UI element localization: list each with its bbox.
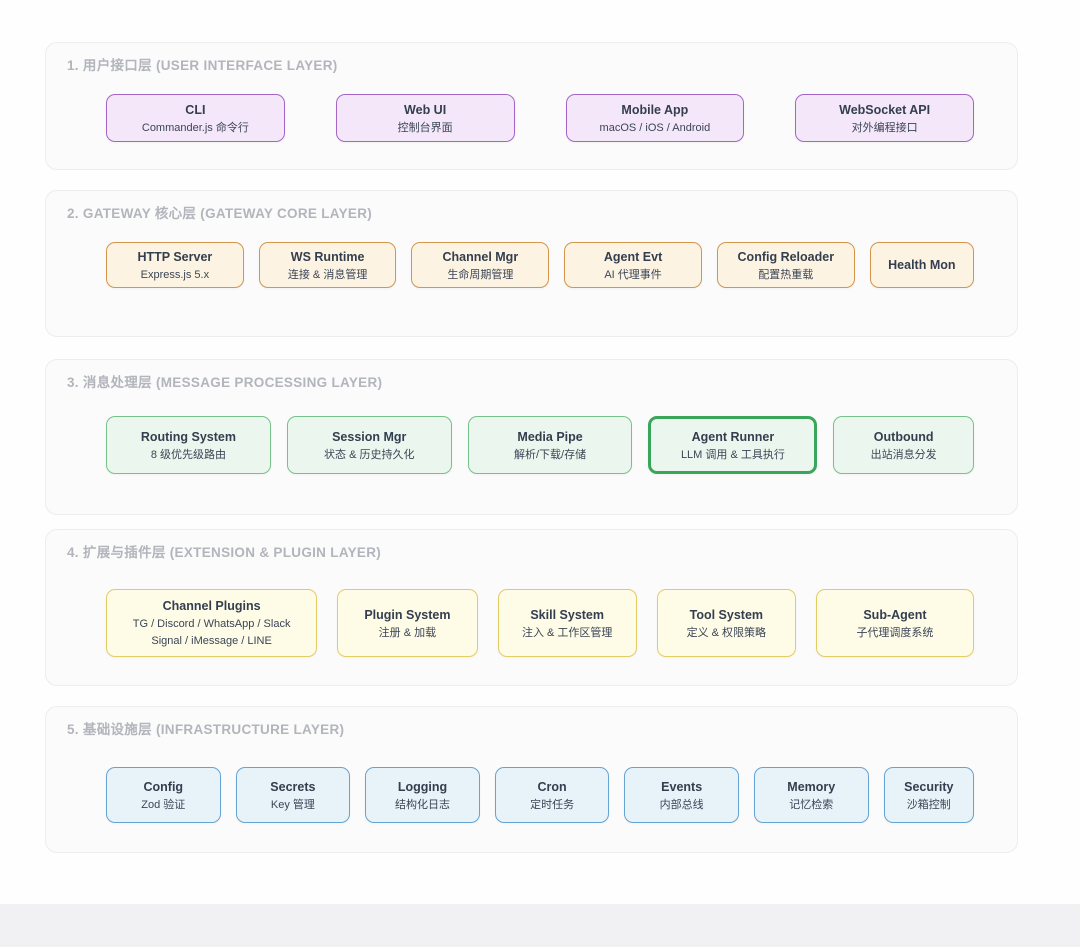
node-agent-evt: Agent Evt AI 代理事件 xyxy=(564,242,702,288)
node-mobile-app: Mobile App macOS / iOS / Android xyxy=(565,94,745,142)
node-channel-plugins: Channel Plugins TG / Discord / WhatsApp /… xyxy=(106,589,318,657)
node-title: WebSocket API xyxy=(839,102,931,117)
node-memory: Memory 记忆检索 xyxy=(753,767,869,823)
node-session-mgr: Session Mgr 状态 & 历史持久化 xyxy=(286,416,452,474)
node-media-pipe: Media Pipe 解析/下载/存储 xyxy=(467,416,633,474)
node-tool-system: Tool System 定义 & 权限策略 xyxy=(656,589,796,657)
node-title: Channel Mgr xyxy=(442,249,519,264)
node-events: Events 内部总线 xyxy=(624,767,739,823)
node-subtitle: 结构化日志 xyxy=(394,798,450,811)
node-subtitle: 生命周期管理 xyxy=(447,268,514,281)
layer-title: 2. GATEWAY 核心层 (GATEWAY CORE LAYER) xyxy=(67,206,373,221)
node-title: Channel Plugins xyxy=(162,599,261,613)
node-title: CLI xyxy=(185,102,206,117)
node-web-ui: Web UI 控制台界面 xyxy=(335,94,515,142)
node-websocket-api: WebSocket API 对外编程接口 xyxy=(795,94,974,142)
node-subtitle: Key 管理 xyxy=(270,798,315,811)
node-title: Routing System xyxy=(140,429,236,444)
node-subtitle: 8 级优先级路由 xyxy=(150,448,226,461)
bottom-gutter xyxy=(0,904,1080,947)
layer-panel-1: 1. 用户接口层 (USER INTERFACE LAYER) CLI Comman… xyxy=(45,42,1018,170)
node-title: Web UI xyxy=(404,102,447,117)
node-row: Channel Plugins TG / Discord / WhatsApp /… xyxy=(106,589,974,657)
node-title: Outbound xyxy=(873,429,934,444)
node-subtitle: 沙箱控制 xyxy=(906,798,951,811)
node-title: Security xyxy=(904,779,954,794)
node-row: CLI Commander.js 命令行 Web UI 控制台界面 Mobile App… xyxy=(106,94,974,142)
node-title: Agent Evt xyxy=(603,249,663,264)
node-cli: CLI Commander.js 命令行 xyxy=(106,94,285,142)
node-title: WS Runtime xyxy=(290,249,365,264)
node-subtitle: Express.js 5.x xyxy=(140,268,210,281)
node-subtitle: 配置热重载 xyxy=(758,268,814,281)
node-subtitle: 对外编程接口 xyxy=(851,121,918,134)
architecture-diagram-page: { "colors": { "page_bg": "#fefefe", "pan… xyxy=(0,42,1080,947)
node-subtitle: macOS / iOS / Android xyxy=(599,121,711,134)
layer-title: 3. 消息处理层 (MESSAGE PROCESSING LAYER) xyxy=(67,375,383,390)
node-plugin-system: Plugin System 注册 & 加载 xyxy=(337,589,478,657)
layer-panel-4: 4. 扩展与插件层 (EXTENSION & PLUGIN LAYER) Chan… xyxy=(45,529,1018,686)
node-title: Mobile App xyxy=(621,102,689,117)
node-outbound: Outbound 出站消息分发 xyxy=(833,416,974,474)
node-subtitle: 注入 & 工作区管理 xyxy=(521,626,613,639)
node-routing-system: Routing System 8 级优先级路由 xyxy=(106,416,271,474)
layer-panel-3: 3. 消息处理层 (MESSAGE PROCESSING LAYER) Routi… xyxy=(45,359,1018,515)
node-subtitle: AI 代理事件 xyxy=(604,268,662,281)
node-skill-system: Skill System 注入 & 工作区管理 xyxy=(497,589,637,657)
node-subtitle: 记忆检索 xyxy=(789,798,834,811)
node-title: Sub-Agent xyxy=(863,607,927,622)
node-title: Tool System xyxy=(689,607,764,622)
node-subtitle: 出站消息分发 xyxy=(870,448,937,461)
node-title: Agent Runner xyxy=(691,429,775,444)
node-config-reloader: Config Reloader 配置热重载 xyxy=(716,242,855,288)
node-row: Routing System 8 级优先级路由 Session Mgr 状态 & 历史… xyxy=(106,416,974,474)
node-title: Cron xyxy=(537,779,567,794)
node-title: Logging xyxy=(397,779,448,794)
node-subtitle: LLM 调用 & 工具执行 xyxy=(680,448,785,461)
layer-title: 5. 基础设施层 (INFRASTRUCTURE LAYER) xyxy=(67,722,345,737)
layers-container: 1. 用户接口层 (USER INTERFACE LAYER) CLI Comman… xyxy=(0,42,1080,853)
node-subtitle: 定义 & 权限策略 xyxy=(686,626,767,639)
layer-panel-2: 2. GATEWAY 核心层 (GATEWAY CORE LAYER) HTTP … xyxy=(45,190,1018,337)
node-subtitle: 解析/下载/存储 xyxy=(514,448,587,461)
node-title: Config xyxy=(143,779,184,794)
node-title: Config Reloader xyxy=(737,249,835,264)
node-title: Memory xyxy=(787,779,836,794)
node-title: Skill System xyxy=(530,607,604,622)
node-title: Media Pipe xyxy=(517,429,583,444)
node-title: Health Mon xyxy=(888,258,956,272)
node-cron: Cron 定时任务 xyxy=(494,767,610,823)
node-security: Security 沙箱控制 xyxy=(883,767,975,823)
node-title: Events xyxy=(661,779,703,794)
node-subtitle: 内部总线 xyxy=(659,798,704,811)
layer-title: 4. 扩展与插件层 (EXTENSION & PLUGIN LAYER) xyxy=(67,545,382,560)
node-health-mon: Health Mon xyxy=(869,242,974,288)
node-title: Secrets xyxy=(270,779,316,794)
node-subtitle: 注册 & 加载 xyxy=(378,626,437,639)
node-subtitle: 连接 & 消息管理 xyxy=(287,268,368,281)
node-subtitle: Zod 验证 xyxy=(141,798,186,811)
node-subtitle: TG / Discord / WhatsApp / Slack xyxy=(132,618,291,630)
node-subtitle: 子代理调度系统 xyxy=(856,626,934,639)
node-sub-agent: Sub-Agent 子代理调度系统 xyxy=(815,589,974,657)
node-subtitle: 状态 & 历史持久化 xyxy=(324,448,415,461)
node-subtitle-2: Signal / iMessage / LINE xyxy=(151,635,272,647)
node-title: HTTP Server xyxy=(137,249,213,264)
node-subtitle: 定时任务 xyxy=(530,798,575,811)
layer-title: 1. 用户接口层 (USER INTERFACE LAYER) xyxy=(67,58,338,73)
node-title: Plugin System xyxy=(364,607,451,622)
node-subtitle: Commander.js 命令行 xyxy=(141,121,249,134)
node-ws-runtime: WS Runtime 连接 & 消息管理 xyxy=(258,242,397,288)
node-subtitle: 控制台界面 xyxy=(397,121,453,134)
node-title: Session Mgr xyxy=(332,429,407,444)
node-logging: Logging 结构化日志 xyxy=(365,767,480,823)
node-channel-mgr: Channel Mgr 生命周期管理 xyxy=(411,242,550,288)
